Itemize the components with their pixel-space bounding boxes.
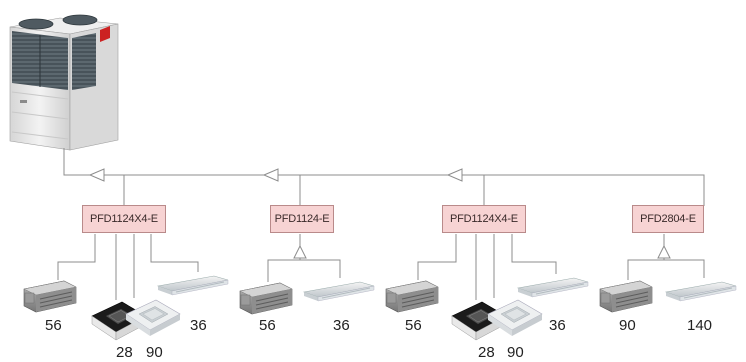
capacity-label: 140 — [687, 317, 713, 334]
branch-box-4: PFD2804-E — [632, 205, 704, 233]
ceiling-suspended-unit-icon — [517, 277, 589, 298]
capacity-label: 36 — [549, 317, 566, 334]
capacity-label: 28 — [478, 344, 495, 361]
capacity-label: 90 — [507, 344, 524, 361]
capacity-label: 56 — [405, 317, 422, 334]
ducted-indoor-unit-icon — [599, 280, 653, 313]
capacity-label: 36 — [333, 317, 350, 334]
ducted-indoor-unit-icon — [23, 280, 77, 313]
capacity-label: 36 — [190, 317, 207, 334]
ceiling-suspended-unit-icon — [665, 281, 737, 302]
capacity-label: 56 — [45, 317, 62, 334]
capacity-label: 90 — [146, 344, 163, 361]
ducted-indoor-unit-icon — [239, 282, 293, 315]
ducted-indoor-unit-icon — [385, 280, 439, 313]
branch-box-2: PFD1124-E — [270, 205, 334, 233]
branch-box-1: PFD1124X4-E — [82, 205, 166, 233]
ceiling-suspended-unit-icon — [303, 281, 375, 302]
capacity-label: 90 — [619, 317, 636, 334]
ceiling-suspended-unit-icon — [157, 275, 229, 296]
capacity-label: 56 — [259, 317, 276, 334]
cassette-white-unit-icon — [487, 299, 543, 337]
capacity-label: 28 — [116, 344, 133, 361]
branch-box-3: PFD1124X4-E — [442, 205, 526, 233]
outdoor-vrf-unit-icon — [9, 14, 119, 151]
